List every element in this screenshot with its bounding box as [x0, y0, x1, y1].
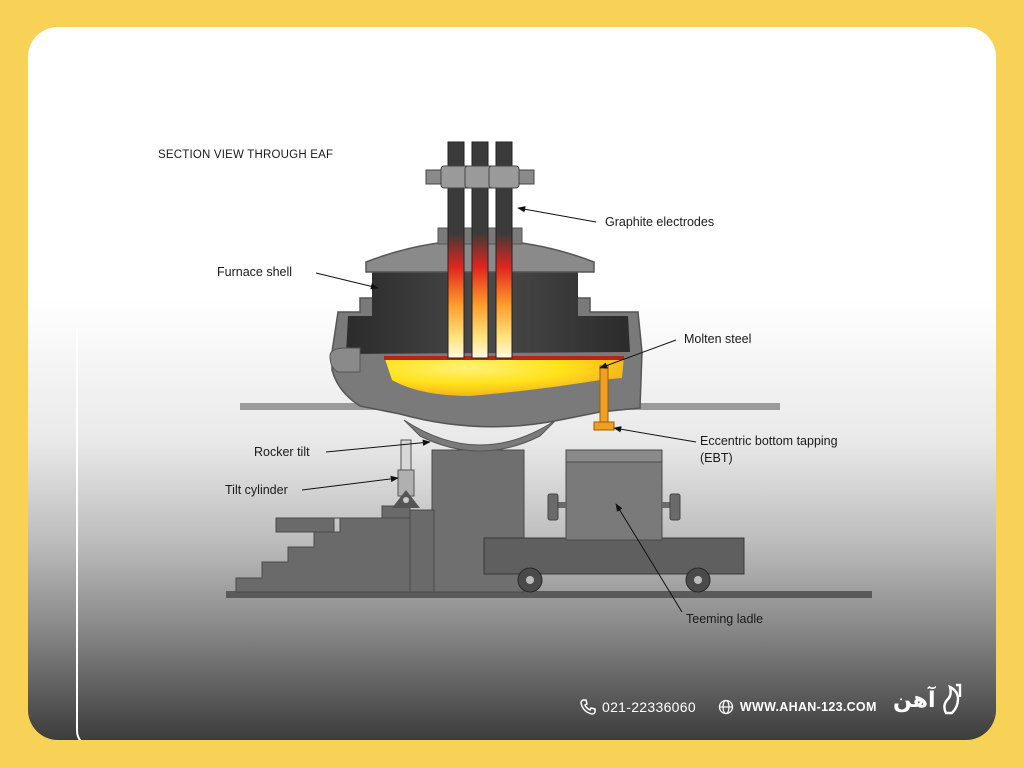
ground-line [226, 591, 872, 598]
arrow-molten-steel [599, 339, 677, 369]
teeming-ladle [565, 449, 663, 541]
label-graphite-electrodes: Graphite electrodes [605, 215, 714, 229]
label-molten-steel: Molten steel [684, 332, 751, 346]
phone-icon [580, 699, 596, 715]
arrow-graphite-electrodes [517, 206, 597, 223]
phone-number: 021-22336060 [602, 699, 696, 715]
molten-steel [384, 356, 624, 396]
phone-contact[interactable]: 021-22336060 [580, 699, 696, 715]
arrow-teeming-ladle [615, 503, 683, 613]
arrow-ebt [613, 426, 697, 443]
arrow-tilt-cylinder [301, 475, 399, 491]
electrode-2 [471, 141, 489, 359]
diagram-title: SECTION VIEW THROUGH EAF [158, 149, 333, 161]
label-tilt-cylinder: Tilt cylinder [225, 483, 288, 497]
logo-text: آهن [893, 687, 936, 713]
label-teeming-ladle: Teeming ladle [686, 612, 763, 626]
electrode-1 [447, 141, 465, 359]
brand-logo: آهن [893, 683, 966, 717]
arrow-rocker-tilt [325, 439, 431, 453]
logo-icon [942, 683, 961, 715]
label-ebt-line1: Eccentric bottom tapping [700, 434, 838, 448]
website-link[interactable]: WWW.AHAN-123.COM [718, 699, 877, 715]
footer: 021-22336060 WWW.AHAN-123.COM [580, 696, 899, 718]
label-rocker-tilt: Rocker tilt [254, 445, 310, 459]
label-ebt-line2: (EBT) [700, 451, 733, 465]
label-furnace-shell: Furnace shell [217, 265, 292, 279]
ladle-car [483, 537, 745, 575]
ebt-channel [599, 365, 609, 425]
electrode-3 [495, 141, 513, 359]
arrow-furnace-shell [315, 272, 379, 290]
website-url: WWW.AHAN-123.COM [739, 700, 877, 714]
globe-icon [718, 699, 734, 715]
